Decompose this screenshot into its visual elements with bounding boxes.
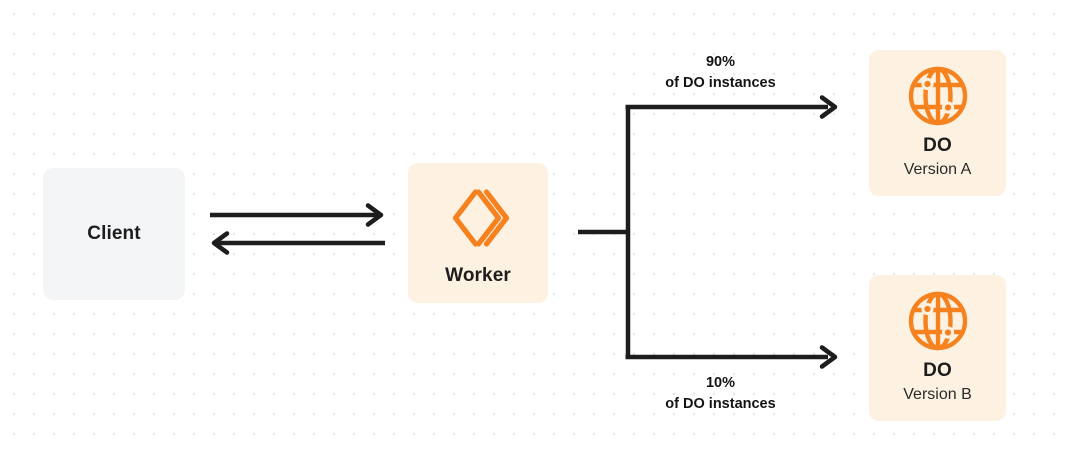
edge-worker-to-client [210, 231, 385, 255]
edge-client-to-worker [210, 203, 385, 227]
node-client-label: Client [87, 223, 141, 245]
node-worker[interactable]: Worker [408, 163, 548, 303]
branch-splitter [578, 95, 838, 369]
edge-label-do-a: 90% of DO instances [613, 52, 828, 94]
edge-split-connector [578, 95, 848, 370]
node-do-version-b-sublabel: Version B [903, 386, 972, 404]
node-do-version-a-label: DO [923, 135, 952, 157]
node-client[interactable]: Client [43, 168, 185, 300]
edge-label-do-b: 10% of DO instances [613, 373, 828, 415]
node-worker-label: Worker [445, 265, 511, 287]
node-do-version-b[interactable]: DO Version B [869, 275, 1006, 421]
durable-object-globe-icon [907, 290, 969, 352]
node-do-version-a-sublabel: Version A [903, 161, 972, 179]
node-do-version-a[interactable]: DO Version A [869, 50, 1006, 196]
cloudflare-workers-icon [445, 185, 511, 251]
node-do-version-b-label: DO [923, 360, 952, 382]
edge-label-do-b-caption: of DO instances [665, 396, 776, 413]
edge-label-do-b-percent: 10% [705, 375, 736, 391]
arrow-left-worker-to-client [211, 231, 385, 255]
edge-label-do-a-caption: of DO instances [665, 75, 776, 92]
arrow-right-client-to-worker [210, 203, 384, 227]
edge-label-do-a-percent: 90% [705, 54, 736, 70]
durable-object-globe-icon [907, 65, 969, 127]
